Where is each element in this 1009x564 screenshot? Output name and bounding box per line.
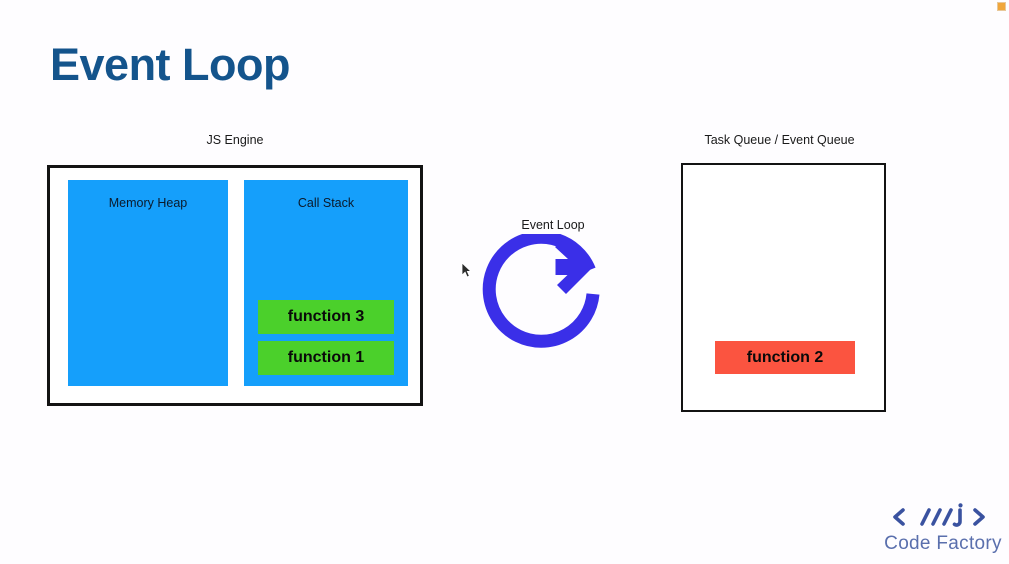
page-title: Event Loop bbox=[50, 39, 291, 90]
mouse-pointer-icon bbox=[461, 262, 472, 278]
code-brackets-icon bbox=[893, 503, 985, 527]
js-engine-caption: JS Engine bbox=[206, 133, 264, 147]
brand-logo: Code Factory bbox=[880, 503, 1006, 559]
event-loop-circular-arrow-icon bbox=[482, 234, 600, 348]
task-queue-box bbox=[681, 163, 886, 412]
task-queue-item: function 2 bbox=[715, 341, 855, 374]
memory-heap-panel: Memory Heap bbox=[68, 180, 228, 386]
call-stack-frame: function 3 bbox=[258, 300, 394, 334]
logo-text: Code Factory bbox=[884, 533, 1002, 554]
event-loop-caption: Event Loop bbox=[521, 218, 585, 232]
call-stack-frame: function 1 bbox=[258, 341, 394, 375]
memory-heap-label: Memory Heap bbox=[108, 196, 188, 210]
task-queue-caption: Task Queue / Event Queue bbox=[704, 133, 855, 147]
call-stack-label: Call Stack bbox=[297, 196, 355, 210]
orange-dot-icon bbox=[997, 2, 1006, 11]
